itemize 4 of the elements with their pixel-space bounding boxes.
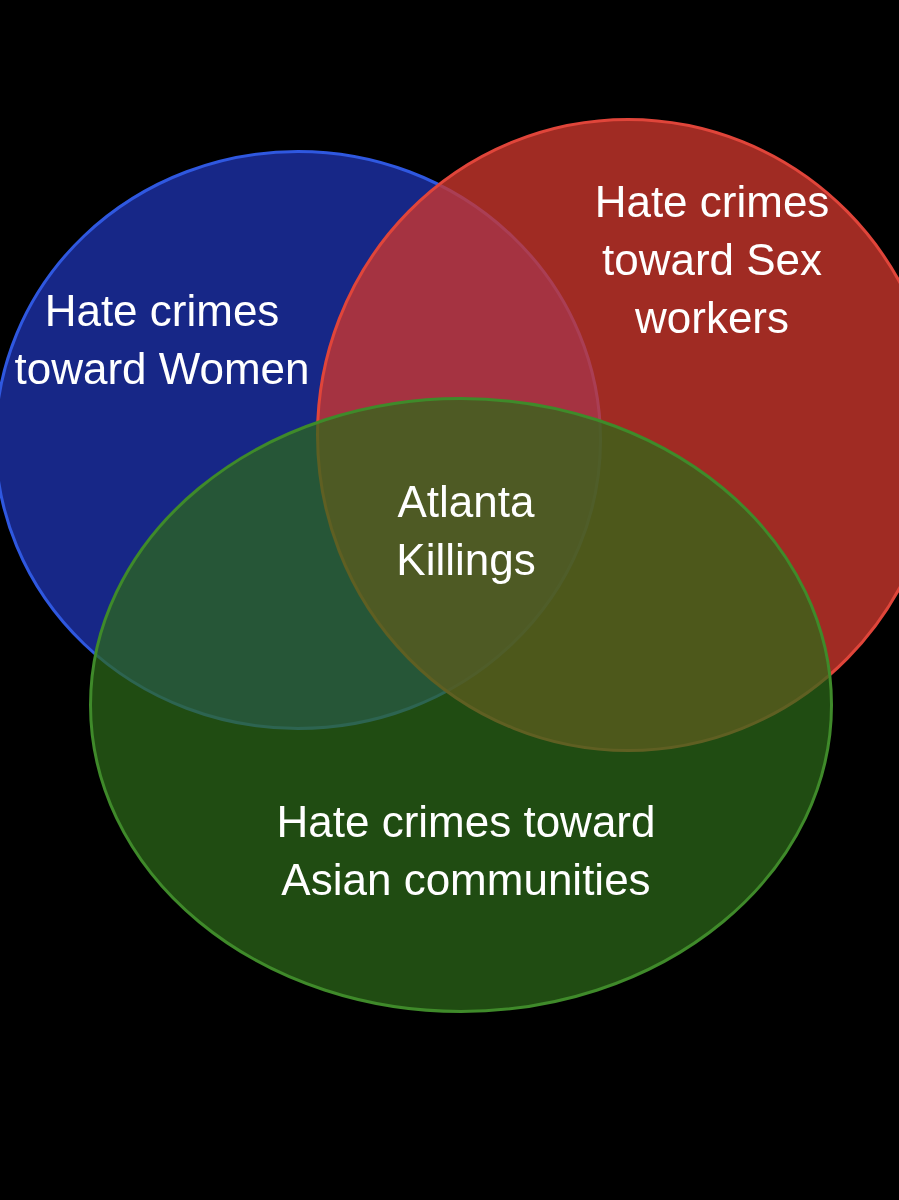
set-label: Hate crimes toward Sex workers xyxy=(593,176,831,344)
set-label: Hate crimes toward Women xyxy=(13,285,311,395)
intersection-label: Atlanta Killings xyxy=(395,476,537,586)
set-label: Hate crimes toward Asian communities xyxy=(275,796,657,906)
